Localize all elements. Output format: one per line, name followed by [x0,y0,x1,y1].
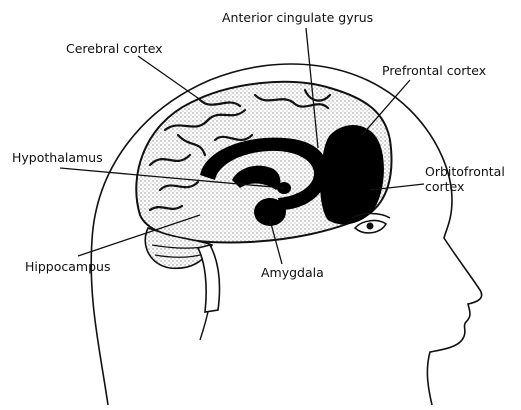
label-anterior-cingulate-gyrus: Anterior cingulate gyrus [222,10,373,25]
label-hypothalamus: Hypothalamus [12,150,103,165]
label-prefrontal-cortex: Prefrontal cortex [382,63,486,78]
label-amygdala: Amygdala [261,265,324,280]
leader-cerebral-cortex [138,56,205,103]
label-orbitofrontal-line1: Orbitofrontal [425,164,505,179]
label-cerebral-cortex: Cerebral cortex [66,41,163,56]
label-orbitofrontal-line2: cortex [425,179,505,194]
brainstem [198,245,220,312]
label-orbitofrontal-cortex: Orbitofrontal cortex [425,164,505,194]
label-hippocampus: Hippocampus [25,259,110,274]
